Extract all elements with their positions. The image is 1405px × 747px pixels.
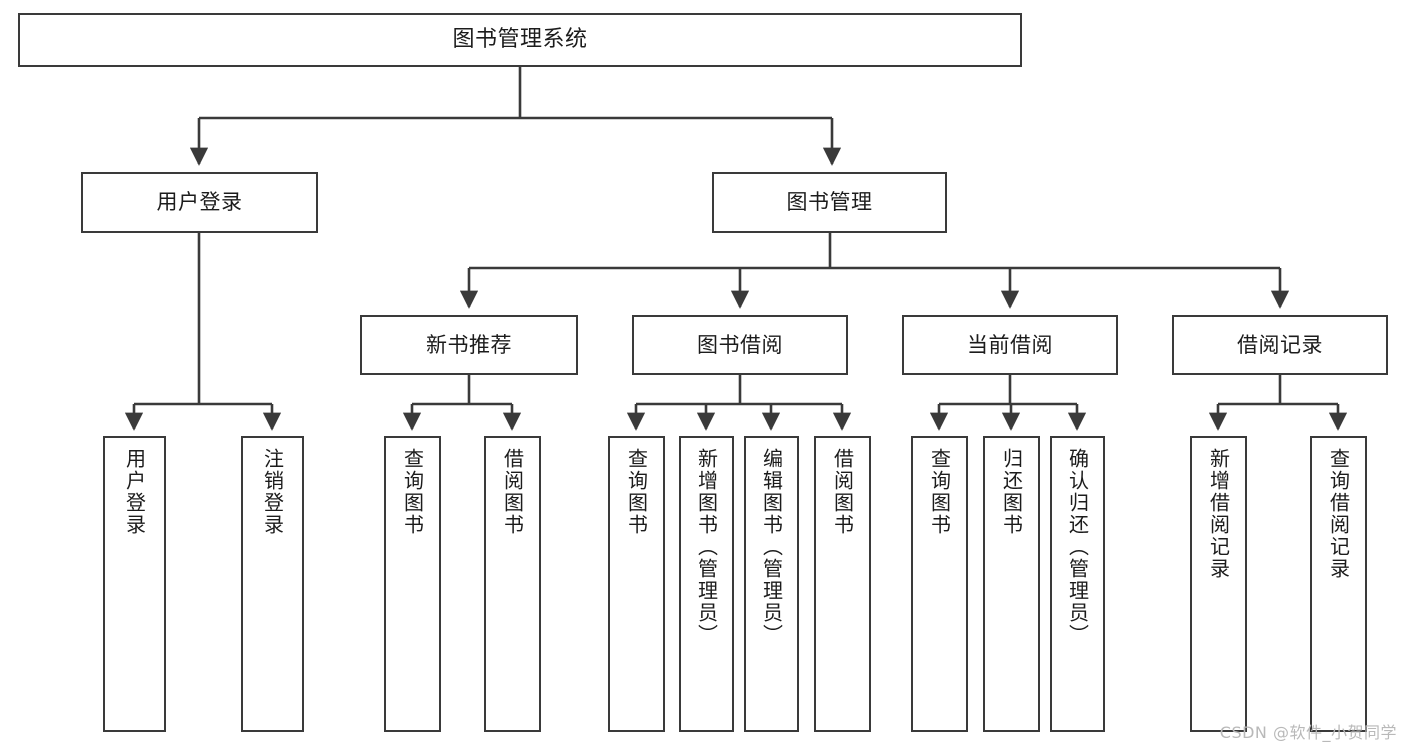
node-leaf-user-login[interactable]: 用户登录 <box>103 436 166 732</box>
node-label: 查询图书 <box>927 448 952 536</box>
node-leaf-edit-book[interactable]: 编辑图书（管理员） <box>744 436 799 732</box>
node-label: 新增借阅记录 <box>1206 448 1231 580</box>
node-label: 图书管理系统 <box>452 27 588 53</box>
node-label: 借阅记录 <box>1237 332 1323 357</box>
node-label: 用户登录 <box>122 448 147 536</box>
node-leaf-query-book-b[interactable]: 查询图书 <box>608 436 665 732</box>
node-leaf-confirm-return[interactable]: 确认归还（管理员） <box>1050 436 1105 732</box>
node-label: 查询图书 <box>400 448 425 536</box>
node-label: 新书推荐 <box>426 332 512 357</box>
node-label: 借阅图书 <box>830 448 855 536</box>
node-leaf-query-book-c[interactable]: 查询图书 <box>911 436 968 732</box>
node-label: 用户登录 <box>156 190 243 215</box>
node-user-login[interactable]: 用户登录 <box>81 172 318 233</box>
node-label: 图书管理 <box>786 190 873 215</box>
node-label: 查询借阅记录 <box>1326 448 1351 580</box>
node-leaf-logout[interactable]: 注销登录 <box>241 436 304 732</box>
node-leaf-add-book[interactable]: 新增图书（管理员） <box>679 436 734 732</box>
node-current-borrow[interactable]: 当前借阅 <box>902 315 1118 375</box>
node-leaf-query-book-a[interactable]: 查询图书 <box>384 436 441 732</box>
csdn-watermark: CSDN @软件_小贺同学 <box>1219 723 1397 742</box>
node-book-management[interactable]: 图书管理 <box>712 172 947 233</box>
node-root-system[interactable]: 图书管理系统 <box>18 13 1022 67</box>
node-label: 图书借阅 <box>697 332 783 357</box>
node-label: 注销登录 <box>260 448 285 536</box>
node-book-borrow[interactable]: 图书借阅 <box>632 315 848 375</box>
node-leaf-borrow-book-a[interactable]: 借阅图书 <box>484 436 541 732</box>
node-leaf-borrow-book-b[interactable]: 借阅图书 <box>814 436 871 732</box>
node-leaf-add-record[interactable]: 新增借阅记录 <box>1190 436 1247 732</box>
node-label: 新增图书（管理员） <box>694 448 719 646</box>
node-leaf-query-record[interactable]: 查询借阅记录 <box>1310 436 1367 732</box>
node-label: 编辑图书（管理员） <box>759 448 784 646</box>
node-borrow-record[interactable]: 借阅记录 <box>1172 315 1388 375</box>
node-label: 确认归还（管理员） <box>1065 448 1090 646</box>
node-leaf-return-book[interactable]: 归还图书 <box>983 436 1040 732</box>
node-label: 借阅图书 <box>500 448 525 536</box>
node-new-book-recommend[interactable]: 新书推荐 <box>360 315 578 375</box>
node-label: 查询图书 <box>624 448 649 536</box>
node-label: 当前借阅 <box>967 332 1053 357</box>
node-label: 归还图书 <box>999 448 1024 536</box>
